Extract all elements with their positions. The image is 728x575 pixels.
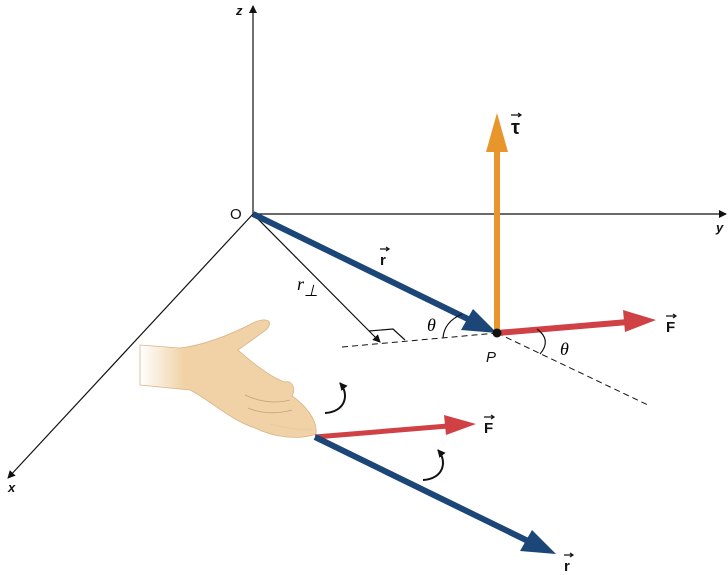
y-axis-label: y [715,220,724,235]
theta-arc-2 [536,328,546,355]
force-vector-2 [314,423,449,440]
force-label-2: F [484,420,493,437]
origin-label: O [230,206,242,223]
theta-label-2: θ [560,339,569,359]
force-arrowhead-2 [444,415,476,435]
x-axis [7,213,254,479]
torque-label: τ [511,117,520,139]
force-vector [496,319,629,336]
right-angle-marker [368,328,406,341]
force-label: F [666,319,675,336]
rotation-arrow-icon [324,382,348,414]
theta-label-1: θ [427,315,436,335]
r-vector-2 [313,434,530,544]
r-vector-arrowhead [461,309,497,333]
r-extension [496,332,651,407]
x-axis-label: x [7,480,16,495]
r-perp-line [252,213,381,343]
hand-illustration [139,319,317,438]
line-of-action [341,332,498,348]
r-vector-label: r [380,252,386,269]
r-vector-2-label: r [564,558,570,575]
r-perp-label: r⊥ [297,274,318,300]
force-2-arrow-accent [484,414,496,420]
point-p-label: P [486,349,496,366]
torque-arrow-accent [511,112,523,118]
rotation-arrow-icon-2 [422,449,446,481]
theta-arc-1 [442,313,463,339]
force-arrow-accent [666,313,678,319]
z-axis-label: z [235,3,243,18]
r-vector-arrow-accent [380,246,391,252]
r-vector-2-arrowhead [520,530,556,554]
r-vector [251,211,472,323]
torque-arrowhead [486,113,508,152]
r-vector-2-arrow-accent [564,552,575,558]
force-arrowhead [623,310,656,332]
point-p [492,328,502,338]
